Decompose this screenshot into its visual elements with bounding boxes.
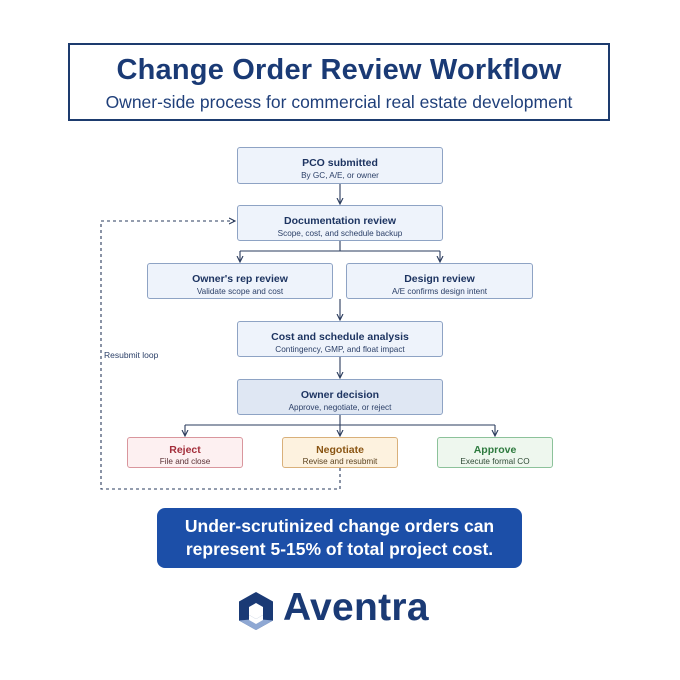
- node-documentation-review: Documentation review Scope, cost, and sc…: [237, 205, 443, 241]
- node-title: Owner decision: [300, 389, 380, 401]
- node-subtitle: Execute formal CO: [460, 457, 530, 466]
- node-owners-rep-review: Owner's rep review Validate scope and co…: [147, 263, 333, 299]
- node-subtitle: Approve, negotiate, or reject: [288, 403, 392, 412]
- node-owner-decision: Owner decision Approve, negotiate, or re…: [237, 379, 443, 415]
- callout-line-2: represent 5-15% of total project cost.: [185, 539, 494, 559]
- node-title: Documentation review: [283, 215, 397, 227]
- node-subtitle: By GC, A/E, or owner: [301, 171, 379, 180]
- node-negotiate: Negotiate Revise and resubmit: [282, 437, 398, 468]
- node-title: Reject: [169, 444, 201, 456]
- callout-line-1: Under-scrutinized change orders can: [184, 516, 495, 536]
- callout-banner: Under-scrutinized change orders can repr…: [157, 508, 522, 568]
- node-subtitle: Revise and resubmit: [302, 457, 378, 466]
- node-subtitle: Contingency, GMP, and float impact: [275, 345, 405, 354]
- resubmit-loop-label: Resubmit loop: [104, 350, 159, 360]
- node-title: Approve: [473, 444, 517, 456]
- header-box: [68, 43, 610, 121]
- node-design-review: Design review A/E confirms design intent: [346, 263, 533, 299]
- node-title: PCO submitted: [302, 157, 378, 169]
- node-subtitle: Scope, cost, and schedule backup: [277, 229, 403, 238]
- node-subtitle: A/E confirms design intent: [391, 287, 488, 296]
- resubmit-loop-line: [100, 221, 341, 490]
- node-subtitle: Validate scope and cost: [196, 287, 284, 296]
- hexagon-logo-icon: [239, 592, 273, 630]
- page-subtitle: Owner-side process for commercial real e…: [105, 92, 573, 112]
- node-title: Design review: [404, 273, 475, 285]
- node-pco-submitted: PCO submitted By GC, A/E, or owner: [237, 147, 443, 184]
- node-title: Owner's rep review: [192, 273, 288, 285]
- node-title: Negotiate: [316, 444, 364, 456]
- page-title: Change Order Review Workflow: [116, 54, 562, 86]
- node-reject: Reject File and close: [127, 437, 243, 468]
- node-cost-schedule-analysis: Cost and schedule analysis Contingency, …: [237, 321, 443, 357]
- brand-name: Aventra: [283, 586, 429, 629]
- node-approve: Approve Execute formal CO: [437, 437, 553, 468]
- node-title: Cost and schedule analysis: [271, 331, 409, 343]
- node-subtitle: File and close: [159, 457, 211, 466]
